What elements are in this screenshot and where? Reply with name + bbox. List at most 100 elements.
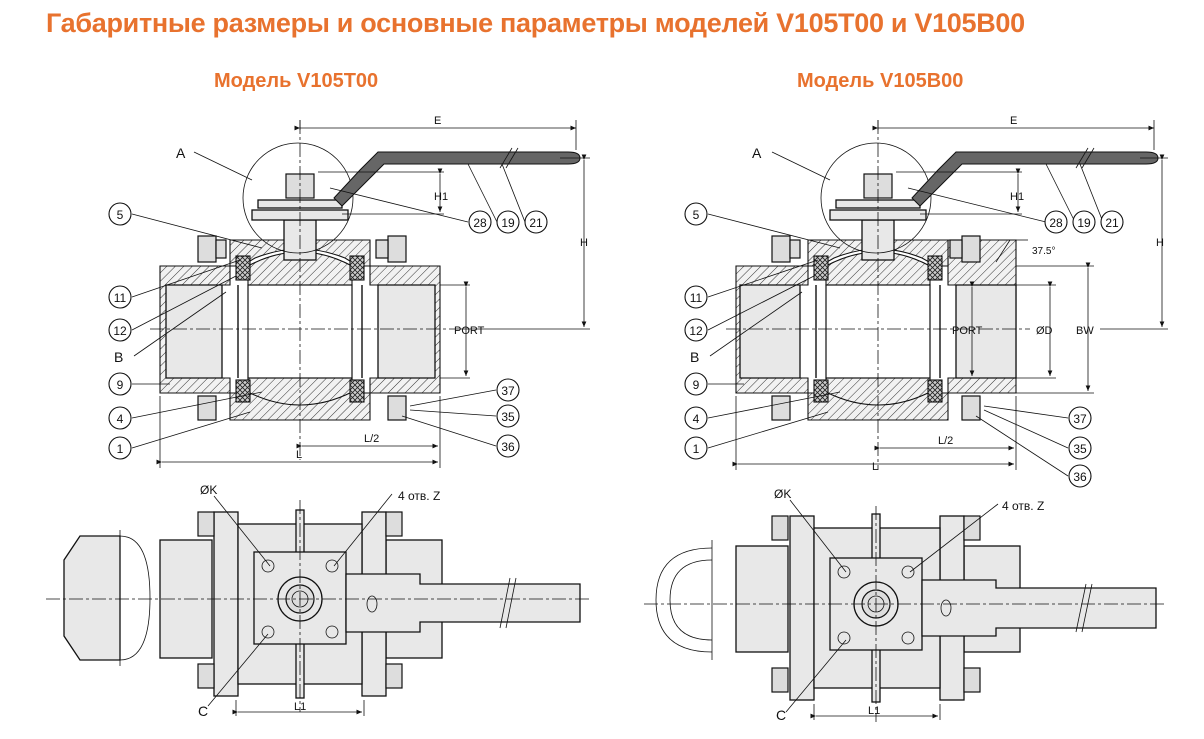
part-bubble-12-b: 12 [684,318,708,342]
label-l-2: L [872,461,878,473]
label-ok: ØK [200,483,217,497]
label-e: E [434,115,441,127]
side-end-view [63,535,121,661]
svg-text:1: 1 [693,442,700,456]
svg-text:37: 37 [1073,412,1087,426]
svg-text:35: 35 [501,410,515,424]
svg-text:9: 9 [117,378,124,392]
part-bubble-35: 35 [496,404,520,428]
svg-text:4: 4 [117,412,124,426]
label-l1: L1 [294,701,306,713]
label-ok-2: ØK [774,487,791,501]
bolt-bottom-left [197,395,217,421]
svg-text:28: 28 [1049,216,1063,230]
svg-text:35: 35 [1073,442,1087,456]
label-angle: 37.5° [1032,246,1055,257]
label-e-2: E [1010,115,1017,127]
bolt-bottom-right [961,395,981,421]
label-od: ØD [1036,325,1053,337]
svg-text:1: 1 [117,442,124,456]
bolt-top-left [197,235,227,263]
seat-right [349,255,365,281]
label-l-half-2: L/2 [938,435,953,447]
part-bubble-11: 11 [108,285,132,309]
part-bubble-1-b: 1 [684,436,708,460]
label-h1-2: H1 [1010,191,1024,203]
part-bubble-36-b: 36 [1068,464,1092,488]
label-l-half: L/2 [364,433,379,445]
bolt-top-right [949,235,981,263]
svg-text:11: 11 [690,291,703,305]
svg-text:28: 28 [473,216,487,230]
handle-top [345,573,581,633]
part-bubble-12: 12 [108,318,132,342]
label-b: B [114,349,123,365]
v105b00-leaders [707,151,1104,477]
label-h: H [580,237,588,249]
bolt-top-right [375,235,407,263]
svg-text:21: 21 [1105,216,1119,230]
label-a: A [176,145,186,161]
svg-text:5: 5 [693,208,700,222]
part-bubble-21: 21 [524,210,548,234]
svg-text:9: 9 [693,378,700,392]
part-bubble-4-b: 4 [684,406,708,430]
end-left [735,545,789,653]
part-bubble-1: 1 [108,436,132,460]
svg-text:12: 12 [113,324,127,338]
label-holes-2: 4 отв. Z [1002,499,1044,513]
part-bubble-11-b: 11 [684,285,708,309]
v105b00-section-view [726,120,1168,470]
label-holes: 4 отв. Z [398,489,440,503]
label-c-2: C [776,707,786,723]
label-l1-2: L1 [868,705,880,717]
svg-text:36: 36 [501,440,515,454]
part-bubble-4: 4 [108,406,132,430]
v105t00-section-view [150,120,590,468]
part-bubble-19: 19 [496,210,520,234]
bolt-bottom-left [771,395,791,421]
svg-text:12: 12 [689,324,703,338]
part-bubble-28-b: 28 [1044,210,1068,234]
page-title: Габаритные размеры и основные параметры … [46,8,1025,38]
part-bubble-19-b: 19 [1072,210,1096,234]
svg-text:19: 19 [1077,216,1091,230]
label-port: PORT [454,325,485,337]
part-bubble-5-b: 5 [684,202,708,226]
label-port-2: PORT [952,325,983,337]
part-bubble-36: 36 [496,434,520,458]
svg-text:5: 5 [117,208,124,222]
svg-text:19: 19 [501,216,515,230]
detail-a-circle [820,142,932,254]
part-bubble-28: 28 [468,210,492,234]
bolt-top-left [771,235,801,263]
model-title-v105b00: Модель V105B00 [797,70,964,92]
part-bubble-9-b: 9 [684,372,708,396]
v105t00-top-view [46,493,590,716]
svg-text:11: 11 [114,291,127,305]
part-bubble-9: 9 [108,372,132,396]
bolt-bottom-right [387,395,407,421]
v105b00-top-view [644,499,1164,722]
v105t00-leaders [131,151,526,449]
svg-text:21: 21 [529,216,543,230]
label-b-2: B [690,349,699,365]
part-bubble-37-b: 37 [1068,406,1092,430]
side-end-view [655,547,713,653]
svg-text:37: 37 [501,384,515,398]
part-bubble-5: 5 [108,202,132,226]
label-h1: H1 [434,191,448,203]
svg-text:4: 4 [693,412,700,426]
label-l: L [296,449,302,461]
seat-left [235,255,251,281]
part-bubble-37: 37 [496,378,520,402]
handle-top [921,579,1157,637]
label-a-2: A [752,145,762,161]
label-h-2: H [1156,237,1164,249]
label-c: C [198,703,208,719]
part-bubble-35-b: 35 [1068,436,1092,460]
detail-a-circle [242,142,354,254]
model-title-v105t00: Модель V105T00 [214,70,379,92]
svg-text:36: 36 [1073,470,1087,484]
